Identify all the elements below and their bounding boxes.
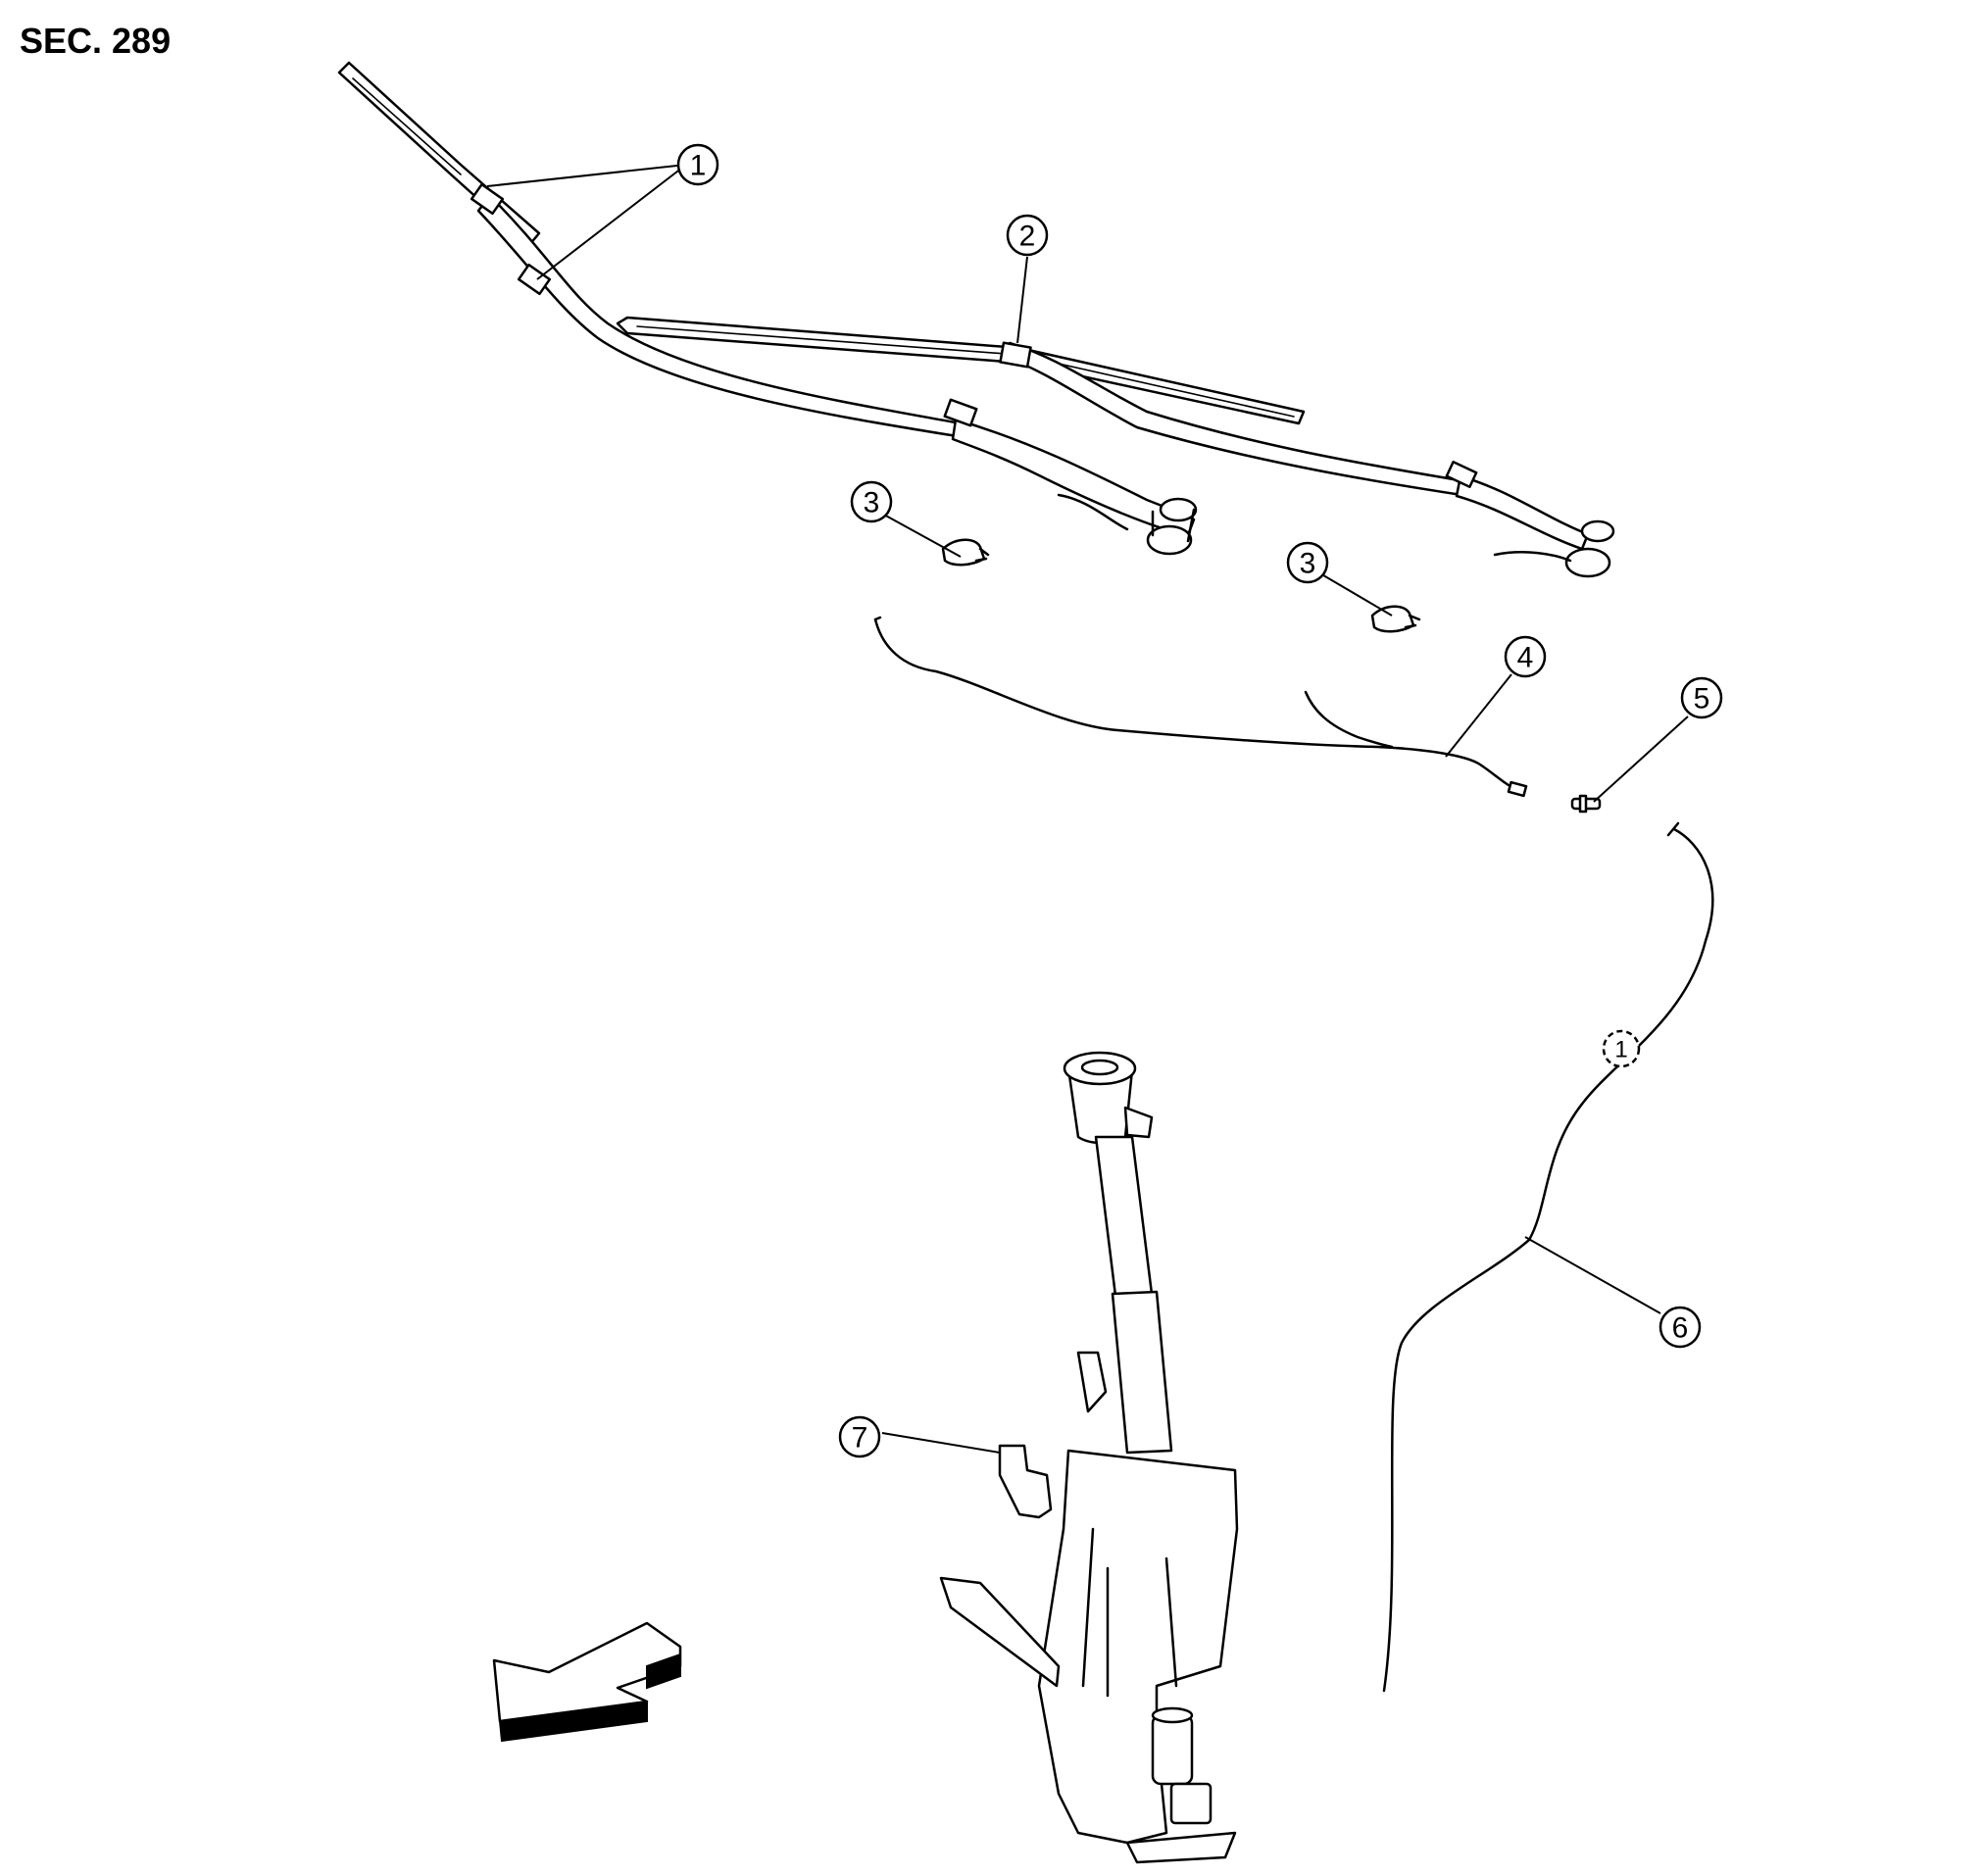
svg-text:3: 3 — [1300, 548, 1316, 580]
callout-6: 6 — [1658, 1306, 1702, 1349]
washer-tube — [873, 616, 1528, 798]
washer-nozzle — [941, 538, 990, 567]
washer-nozzle — [1370, 605, 1421, 633]
washer-tank — [939, 1051, 1239, 1864]
callout-1: 1 — [676, 143, 719, 186]
callout-3b: 3 — [1286, 541, 1329, 584]
callout-7: 7 — [838, 1415, 881, 1458]
front-arrow — [492, 1621, 682, 1743]
callout-2: 2 — [1006, 214, 1049, 257]
wiper-blade-passenger — [616, 316, 1615, 578]
svg-text:2: 2 — [1019, 221, 1036, 253]
svg-text:4: 4 — [1517, 642, 1534, 674]
leader-lines — [486, 164, 1689, 1454]
section-label: SEC. 289 — [20, 21, 171, 61]
svg-text:1: 1 — [1614, 1037, 1627, 1063]
svg-text:7: 7 — [852, 1422, 868, 1455]
svg-text:1: 1 — [690, 150, 707, 182]
svg-text:6: 6 — [1672, 1312, 1689, 1345]
washer-tube — [1382, 821, 1714, 1693]
wiper-blade-driver — [337, 61, 1198, 556]
callout-3: 3 — [850, 480, 893, 523]
tube-joint — [1570, 794, 1602, 814]
connector-marker: 1 — [1602, 1029, 1641, 1068]
callout-4: 4 — [1504, 635, 1547, 678]
svg-text:5: 5 — [1694, 683, 1710, 716]
svg-text:3: 3 — [864, 487, 880, 519]
callout-5: 5 — [1680, 676, 1723, 719]
